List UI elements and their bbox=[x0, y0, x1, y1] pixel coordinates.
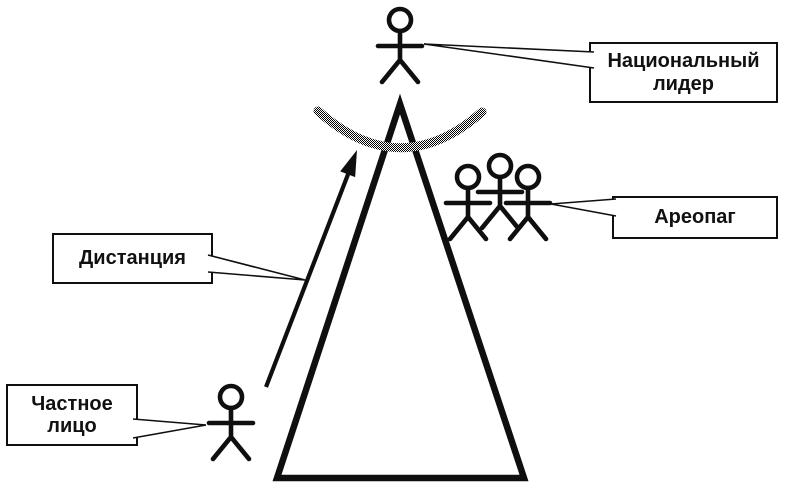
distance-arrow-icon bbox=[264, 150, 357, 388]
callout-pointer-private-person bbox=[132, 418, 207, 439]
private-person-label-box bbox=[6, 384, 138, 446]
barrier-arc-icon bbox=[313, 106, 487, 153]
callout-pointer-areopagus bbox=[550, 198, 617, 217]
callout-pointer-national-leader bbox=[423, 43, 595, 69]
distance-label-box bbox=[52, 233, 213, 284]
areopagus-group-icon bbox=[446, 155, 550, 239]
pyramid-triangle bbox=[272, 93, 529, 482]
areopagus-label-box bbox=[612, 196, 778, 239]
leader-person-icon bbox=[378, 9, 422, 82]
private-person-icon bbox=[209, 386, 253, 459]
callout-pointer-distance bbox=[207, 254, 306, 281]
national-leader-label-box bbox=[589, 42, 778, 103]
